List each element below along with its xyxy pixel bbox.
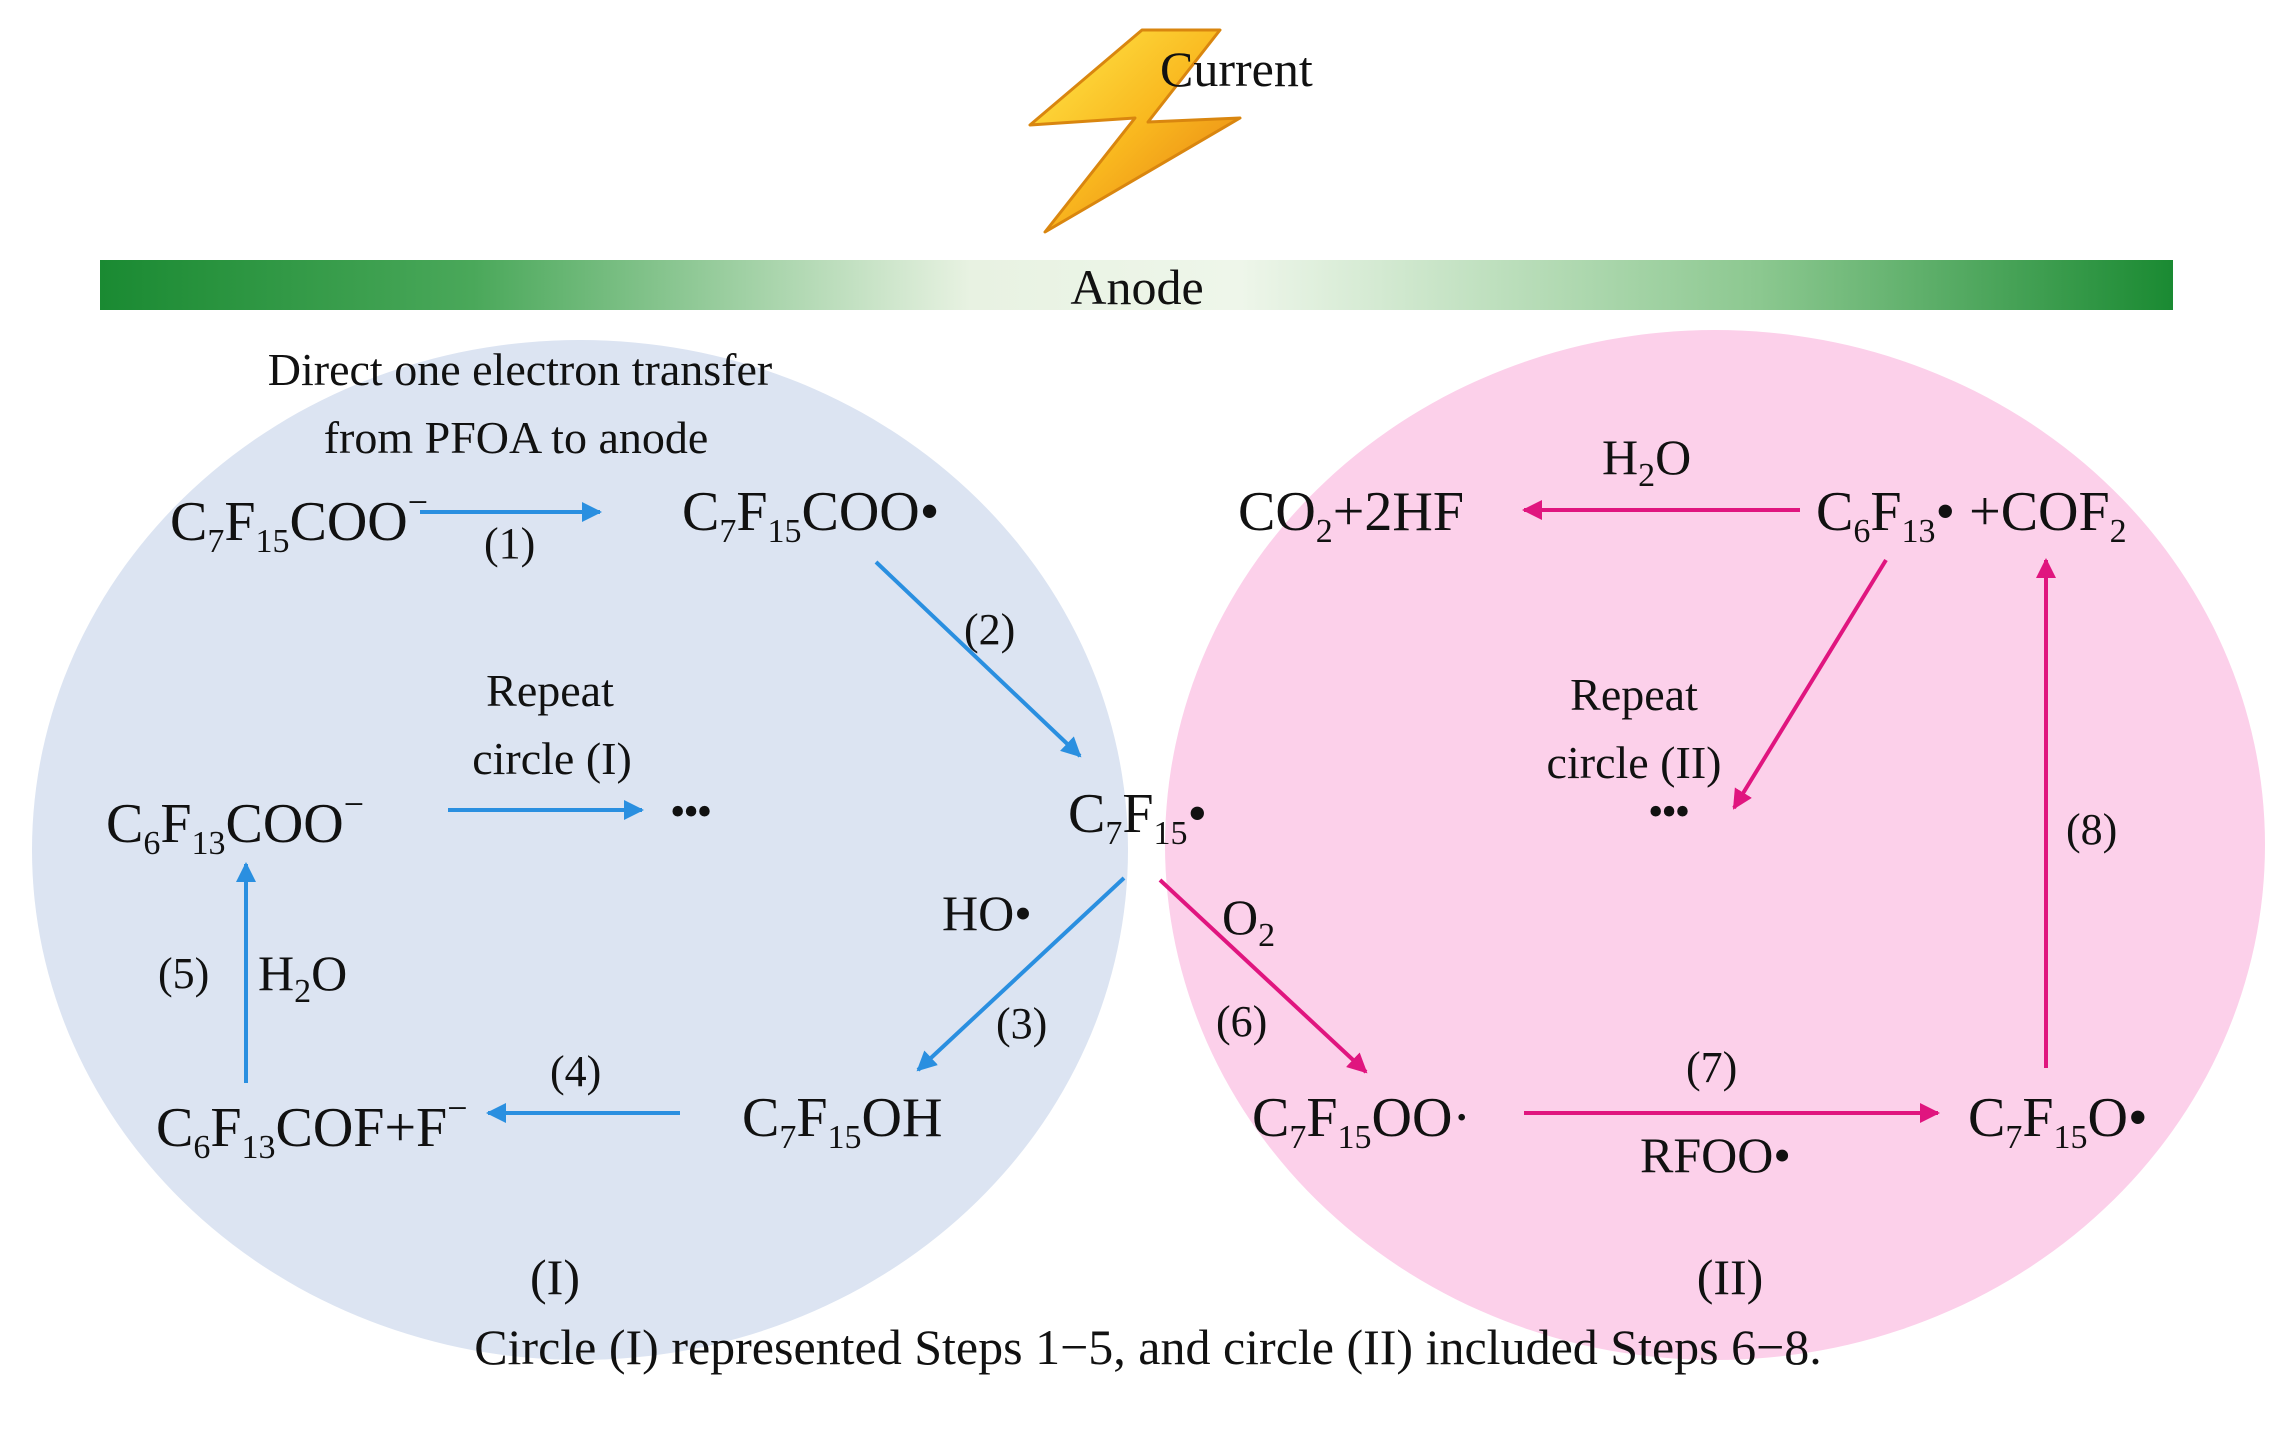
reagent-oxygen: O2 [1222,889,1276,954]
circle-II-label: (II) [1696,1249,1764,1305]
species-acyloxy-radical: C7F15COO• [682,481,940,550]
anode-label: Anode [1070,259,1204,315]
figure-caption: Circle (I) represented Steps 1−5, and ci… [474,1319,1822,1375]
ellipsis-I: ••• [670,787,712,836]
reagent-water-I: H2O [258,945,348,1010]
repeat-I-line-1: Repeat [486,665,614,716]
step-label-1: (1) [484,519,536,568]
species-alcohol: C7F15OH [742,1087,943,1156]
step-label-5: (5) [158,949,210,998]
reagent-rfoo-radical: RFOO• [1640,1127,1791,1183]
species-alkoxyl-radical: C7F15O• [1968,1087,2148,1156]
circle-II-background [1165,330,2265,1360]
species-pfoa-anion: C7F15COO− [170,482,429,560]
annotation-line-1: Direct one electron transfer [267,344,773,395]
current-label: Current [1160,41,1313,97]
step-label-4: (4) [550,1047,602,1096]
arrow-repeat-II [1732,558,1888,810]
species-peroxyl-radical: C7F15OO· [1252,1087,1472,1156]
species-perfluoroheptyl-radical: C7F15• [1068,783,1208,852]
arrow-step-3 [916,876,1126,1072]
reagent-hydroxyl-radical: HO• [942,885,1032,941]
species-acyl-fluoride: C6F13COF+F− [156,1088,468,1166]
step-label-6: (6) [1216,997,1268,1046]
species-co2-hf: CO2+2HF [1238,481,1464,550]
annotation-line-2: from PFOA to anode [323,412,709,463]
step-label-8: (8) [2066,805,2118,854]
repeat-I-line-2: circle (I) [472,733,632,784]
step-label-2: (2) [964,605,1016,654]
arrow-step-6 [1158,878,1368,1074]
circle-I-background [32,340,1128,1360]
repeat-II-line-2: circle (II) [1546,737,1722,788]
ellipsis-II: ••• [1648,787,1690,836]
step-label-7: (7) [1686,1043,1738,1092]
reagent-water-II: H2O [1602,429,1692,494]
arrow-step-2 [874,560,1082,758]
species-c6f13-radical-cof2: C6F13• +COF2 [1816,481,2127,550]
repeat-II-line-1: Repeat [1570,669,1698,720]
anode-bar [100,260,2173,310]
species-shorter-anion: C6F13COO− [106,784,365,862]
lightning-bolt-icon [1028,28,1242,234]
circle-I-label: (I) [530,1249,580,1305]
step-label-3: (3) [996,999,1048,1048]
